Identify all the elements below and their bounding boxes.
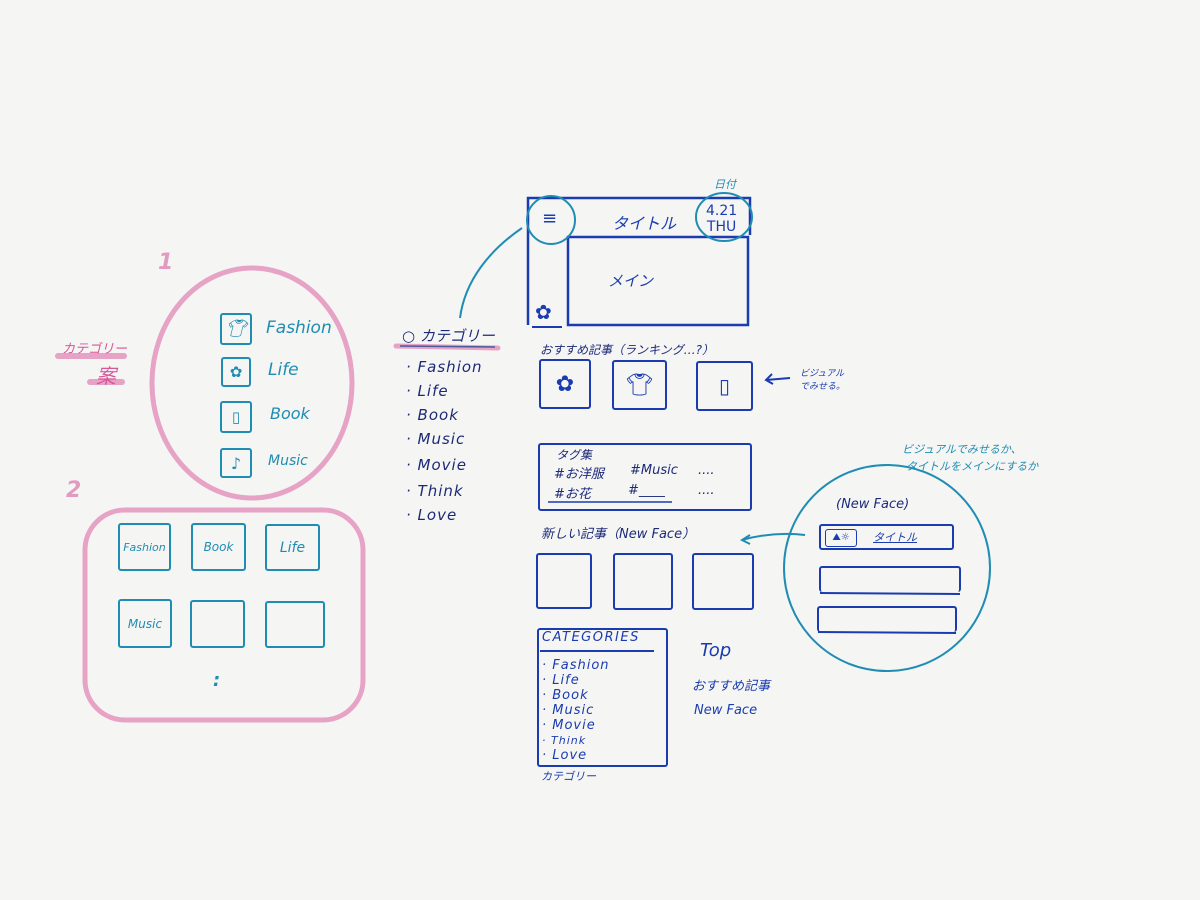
visual-note: ビジュアルでみせる。 (800, 369, 846, 392)
zoom-note-line1: ビジュアルでみせるか、 (902, 443, 1022, 456)
item-label: Think (551, 734, 587, 747)
tag[interactable]: #Music (630, 463, 678, 478)
option2-tile[interactable]: Life (265, 524, 320, 571)
category-item[interactable]: · Book (542, 688, 589, 703)
option2-tile[interactable]: Music (118, 599, 172, 648)
tag[interactable]: #お花 (554, 487, 591, 502)
option1-item[interactable]: Fashion (266, 318, 332, 338)
header-title: タイトル (612, 214, 677, 233)
footer-link-recommended[interactable]: おすすめ記事 (692, 679, 771, 694)
option1-outline (149, 265, 355, 501)
option2-tile-label: Book (203, 540, 234, 554)
category-list-item[interactable]: · Movie (406, 456, 467, 474)
new-face-list-item[interactable]: ⛰☼ タイトル (819, 524, 954, 550)
option2-tile-empty[interactable] (190, 600, 245, 648)
category-item[interactable]: · Love (542, 748, 588, 763)
shirt-icon: 👕︎ (220, 313, 252, 345)
new-article-card[interactable] (692, 553, 754, 610)
date-note: 日付 (714, 178, 736, 191)
image-thumbnail-icon: ⛰☼ (825, 529, 857, 547)
option2-tile-empty[interactable] (265, 601, 325, 648)
category-item[interactable]: · Fashion (542, 658, 610, 673)
music-note-icon: ♪ (220, 448, 252, 478)
categories-box (537, 628, 668, 767)
option2-tile-label: Fashion (123, 540, 166, 554)
item-label: Life (552, 673, 580, 688)
category-list-item[interactable]: · Book (406, 406, 459, 424)
category-list: · Fashion · Life · Book · Music · Movie … (406, 355, 483, 527)
categories-caption: カテゴリー (541, 770, 596, 783)
header-date: 4.21 THU (706, 203, 737, 235)
item-label: Music (417, 430, 466, 448)
option2-tile-label: Music (127, 616, 163, 631)
main-area-box (566, 235, 750, 327)
tag-more: .... (698, 463, 715, 478)
weekday-value: THU (706, 219, 737, 235)
tag-more: .... (698, 483, 715, 498)
recommended-card[interactable]: ▯ (696, 361, 753, 411)
new-face-list-item[interactable] (817, 606, 957, 632)
option1-item[interactable]: Music (268, 453, 308, 469)
book-icon: ▯ (220, 401, 252, 433)
category-item[interactable]: · Movie (542, 718, 596, 733)
plant-icon: ✿ (221, 357, 251, 387)
category-list-item[interactable]: · Think (406, 482, 464, 500)
new-article-card[interactable] (536, 553, 592, 609)
main-label: メイン (608, 272, 654, 290)
item-label: Movie (417, 456, 467, 474)
recommended-heading: おすすめ記事（ランキング…?） (540, 343, 715, 357)
flower-icon[interactable]: ✿ (535, 300, 552, 324)
option2-tile-label: Life (279, 539, 306, 556)
recommended-card[interactable]: 👕︎ (612, 360, 667, 410)
item-label: Love (552, 748, 588, 763)
category-list-item[interactable]: · Life (406, 382, 449, 400)
zoom-title: (New Face) (836, 497, 910, 512)
tags-title: タグ集 (556, 448, 593, 462)
option2-number: 2 (66, 478, 82, 503)
new-article-card[interactable] (613, 553, 673, 610)
zoom-note-line2: タイトルをメインにするか (906, 460, 1039, 473)
category-item[interactable]: · Music (542, 703, 595, 718)
option1-number: 1 (158, 250, 174, 275)
note-category-title: カテゴリー (62, 342, 128, 357)
footer-link-new-face[interactable]: New Face (694, 703, 758, 718)
categories-list: · Fashion · Life · Book · Music · Movie … (542, 658, 610, 763)
more-indicator: : (213, 670, 221, 691)
category-item[interactable]: · Think (542, 734, 587, 747)
category-item[interactable]: · Life (542, 673, 580, 688)
shirt-icon: 👕︎ (625, 372, 654, 398)
category-list-item[interactable]: · Love (406, 506, 458, 524)
tag[interactable]: #お洋服 (554, 467, 604, 482)
hamburger-icon[interactable]: ≡ (542, 208, 558, 229)
option2-tile[interactable]: Book (191, 523, 246, 571)
item-label: Life (417, 382, 449, 400)
item-label: Music (552, 703, 595, 718)
item-title: タイトル (873, 531, 917, 544)
item-label: Fashion (417, 358, 483, 376)
item-label: Book (552, 688, 589, 703)
footer-link-top[interactable]: Top (700, 640, 732, 661)
item-label: Fashion (552, 658, 610, 673)
note-proposal: 案 (96, 364, 116, 388)
date-value: 4.21 (706, 203, 738, 219)
flower-icon: ✿ (555, 371, 575, 397)
item-label: Book (417, 406, 459, 424)
option2-tile[interactable]: Fashion (118, 523, 171, 571)
book-icon: ▯ (718, 374, 730, 398)
new-face-list-item[interactable] (819, 566, 961, 592)
option1-item[interactable]: Life (268, 360, 299, 380)
categories-title: CATEGORIES (542, 630, 640, 645)
category-list-item[interactable]: · Music (406, 430, 466, 448)
tags-box (538, 443, 752, 511)
category-list-item[interactable]: · Fashion (406, 358, 483, 376)
item-label: Think (417, 482, 464, 500)
item-label: Love (417, 506, 458, 524)
recommended-card[interactable]: ✿ (539, 359, 591, 409)
option1-item[interactable]: Book (270, 404, 310, 423)
item-label: Movie (552, 718, 596, 733)
tag[interactable]: #____ (628, 483, 665, 498)
new-articles-heading: 新しい記事（New Face） (541, 527, 696, 542)
category-list-title: ○ カテゴリー (402, 327, 495, 345)
